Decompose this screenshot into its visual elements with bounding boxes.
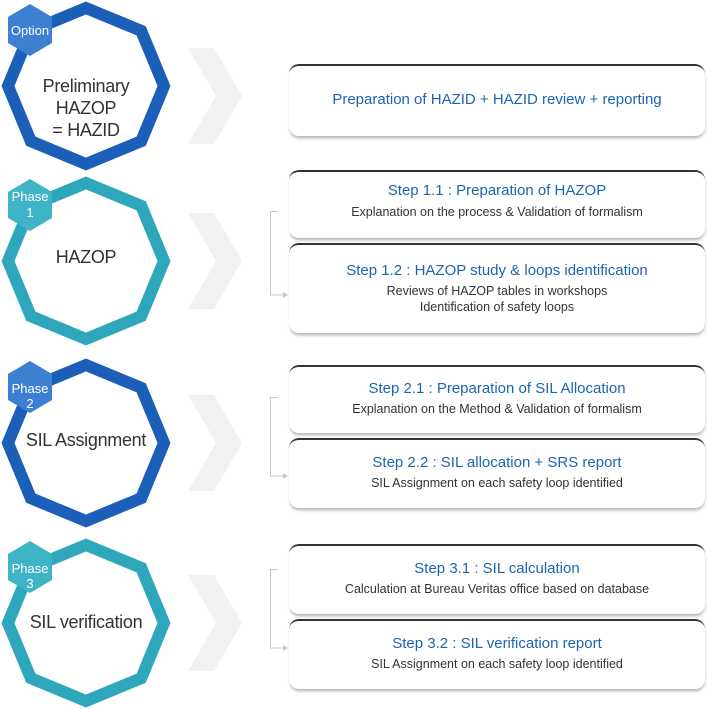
arrow-right-icon [188, 575, 242, 671]
step-card: Step 2.1 : Preparation of SIL Allocation… [289, 365, 705, 433]
step-card: Step 1.1 : Preparation of HAZOP Explanat… [289, 170, 705, 238]
arrow-right-icon [188, 48, 242, 144]
phase-label: Preliminary HAZOP = HAZID [14, 75, 158, 141]
arrow-right-icon [188, 395, 242, 491]
phase-label: SIL verification [29, 612, 143, 632]
option-badge: Option [0, 0, 60, 60]
phase-label-line: Preliminary HAZOP [42, 76, 130, 118]
phase-option: Preliminary HAZOP = HAZID Option Prepara… [0, 0, 707, 172]
badge-number: 2 [26, 396, 34, 411]
bracket-connector [270, 211, 288, 298]
step-title: Preparation of HAZID + HAZID review + re… [332, 91, 662, 108]
phase-badge: Phase 1 [0, 175, 60, 235]
phase-3: SIL verification Phase 3 Step 3.1 : SIL … [0, 537, 707, 709]
step-description: Calculation at Bureau Veritas office bas… [344, 582, 650, 596]
badge-number: 3 [26, 576, 34, 591]
badge-text: Option [10, 23, 50, 38]
step-description: SIL Assignment on each safety loop ident… [371, 657, 623, 671]
badge-text: Phase [11, 381, 49, 396]
badge-number: 1 [26, 205, 34, 220]
step-description: Reviews of HAZOP tables in workshops [386, 284, 608, 298]
step-title: Step 2.1 : Preparation of SIL Allocation [368, 380, 626, 397]
badge-text: Phase [11, 561, 49, 576]
step-description: Explanation on the Method & Validation o… [352, 402, 642, 416]
step-card: Step 3.2 : SIL verification report SIL A… [289, 619, 705, 689]
step-description: Explanation on the process & Validation … [351, 205, 643, 219]
arrow-right-icon [188, 213, 242, 309]
phase-label-line: = HAZID [52, 120, 120, 140]
phase-label: SIL Assignment [25, 430, 147, 450]
phase-badge: Phase 3 [0, 537, 60, 597]
step-card: Step 2.2 : SIL allocation + SRS report S… [289, 438, 705, 508]
step-title: Step 2.2 : SIL allocation + SRS report [372, 454, 622, 471]
phase-badge: Phase 2 [0, 357, 60, 417]
step-card: Step 3.1 : SIL calculation Calculation a… [289, 544, 705, 614]
bracket-connector [270, 397, 288, 479]
step-card: Step 1.2 : HAZOP study & loops identific… [289, 243, 705, 333]
step-title: Step 3.2 : SIL verification report [392, 635, 602, 652]
step-title: Step 1.2 : HAZOP study & loops identific… [346, 262, 648, 279]
step-title: Step 1.1 : Preparation of HAZOP [387, 182, 607, 199]
phase-1: HAZOP Phase 1 Step 1.1 : Preparation of … [0, 170, 707, 347]
step-description: Identification of safety loops [419, 300, 575, 314]
phase-label: HAZOP [55, 247, 117, 267]
bracket-connector [270, 569, 288, 651]
step-title: Step 3.1 : SIL calculation [414, 560, 580, 577]
phase-2: SIL Assignment Phase 2 Step 2.1 : Prepar… [0, 357, 707, 529]
badge-text: Phase [11, 189, 49, 204]
step-description: SIL Assignment on each safety loop ident… [371, 476, 623, 490]
step-card: Preparation of HAZID + HAZID review + re… [289, 64, 705, 136]
